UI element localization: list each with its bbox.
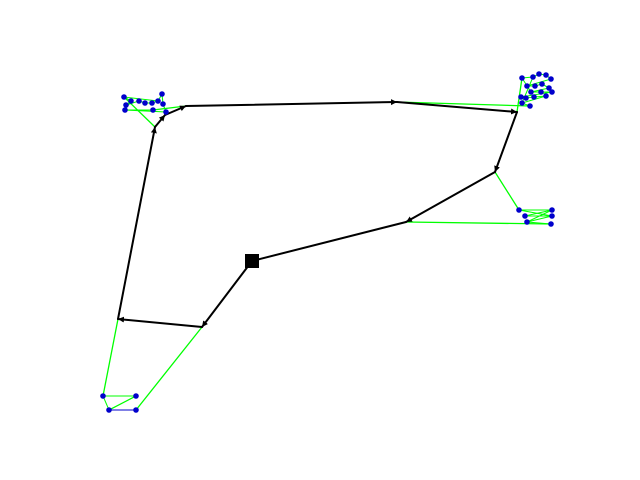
- customer-node: [106, 407, 112, 413]
- customer-node: [150, 107, 156, 113]
- customer-node: [532, 83, 538, 89]
- customer-node: [516, 207, 522, 213]
- customer-node: [128, 98, 134, 104]
- customer-node: [142, 100, 148, 106]
- customer-node: [538, 89, 544, 95]
- customer-node: [530, 74, 536, 80]
- cluster-link: [102, 318, 119, 397]
- customer-node: [523, 95, 529, 101]
- route-segment: [405, 171, 496, 223]
- cluster-link: [135, 326, 203, 411]
- customer-node: [123, 102, 129, 108]
- route-segment: [164, 105, 187, 116]
- customer-node: [133, 407, 139, 413]
- customer-node: [548, 221, 554, 227]
- customer-node: [549, 213, 555, 219]
- cluster-link: [396, 101, 531, 107]
- customer-node: [122, 107, 128, 113]
- customer-node: [524, 83, 530, 89]
- customer-node: [163, 109, 169, 115]
- customer-node: [155, 98, 161, 104]
- customer-node: [536, 71, 542, 77]
- cluster-link: [518, 209, 553, 217]
- cluster-link: [524, 209, 553, 217]
- customer-node: [100, 393, 106, 399]
- customer-node: [136, 98, 142, 104]
- customer-node: [519, 100, 525, 106]
- route-segment: [117, 126, 157, 320]
- customer-node: [159, 91, 165, 97]
- customer-node: [133, 393, 139, 399]
- customer-node: [548, 76, 554, 82]
- route-segment: [117, 316, 203, 328]
- route-segment: [154, 114, 166, 128]
- route-segment: [185, 99, 398, 107]
- node-layer: [100, 71, 555, 413]
- route-segment: [201, 260, 253, 328]
- route-layer: [117, 99, 518, 328]
- cluster-link: [526, 215, 553, 223]
- customer-node: [543, 72, 549, 78]
- route-segment: [494, 111, 518, 173]
- cluster-link: [526, 209, 553, 223]
- depot-node: [245, 254, 259, 268]
- cluster-link: [108, 395, 137, 411]
- customer-node: [527, 103, 533, 109]
- customer-node: [531, 94, 537, 100]
- cluster-link: [494, 171, 520, 211]
- customer-node: [519, 75, 525, 81]
- customer-node: [549, 89, 555, 95]
- customer-node: [539, 81, 545, 87]
- route-segment: [251, 221, 407, 263]
- customer-node: [160, 101, 166, 107]
- customer-node: [524, 219, 530, 225]
- customer-node: [149, 100, 155, 106]
- customer-node: [546, 85, 552, 91]
- route-segment: [396, 101, 518, 115]
- customer-node: [528, 89, 534, 95]
- customer-node: [543, 93, 549, 99]
- cluster-link: [526, 78, 552, 87]
- customer-node: [522, 213, 528, 219]
- customer-node: [549, 207, 555, 213]
- customer-node: [121, 94, 127, 100]
- customer-node: [518, 94, 524, 100]
